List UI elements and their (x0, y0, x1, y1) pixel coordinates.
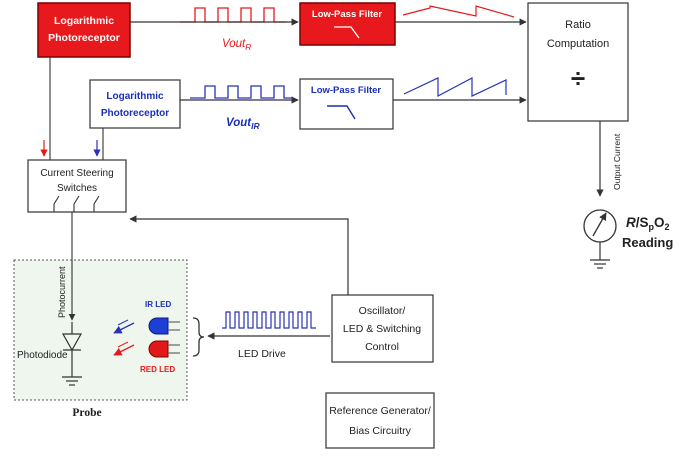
ratio-line2: Computation (547, 38, 609, 50)
ir-photoreceptor-line2: Photoreceptor (101, 108, 169, 119)
ir-photoreceptor-block: Logarithmic Photoreceptor (89, 79, 181, 129)
photodiode-icon (61, 322, 83, 377)
ir-low-pass-filter: Low-Pass Filter (299, 78, 394, 130)
ir-led-icon (148, 317, 180, 335)
red-light-arrows-icon (113, 341, 135, 356)
ratio-computation-block: Ratio Computation ÷ (527, 2, 629, 122)
brace-icon (192, 317, 205, 357)
reading-label: Reading (622, 235, 673, 250)
reference-generator-block: Reference Generator/ Bias Circuitry (325, 392, 435, 449)
red-photoreceptor-line1: Logarithmic (54, 15, 114, 27)
red-led-label: RED LED (140, 365, 175, 374)
red-lpf-label: Low-Pass Filter (312, 9, 383, 20)
reading-formula: R/SpO2 (626, 215, 670, 232)
switches-line1: Current Steering (40, 168, 113, 179)
probe-title: Probe (72, 407, 101, 419)
oscillator-block: Oscillator/ LED & Switching Control (331, 294, 434, 363)
led-drive-label: LED Drive (238, 348, 286, 360)
ir-sawtooth-wave (403, 77, 507, 97)
oscillator-line1: Oscillator/ (359, 305, 406, 317)
current-steering-switches-block: Current Steering Switches (27, 159, 127, 213)
photocurrent-label: Photocurrent (57, 266, 67, 318)
ir-lpf-label: Low-Pass Filter (311, 85, 382, 96)
vout-red-label: VoutR (222, 38, 251, 52)
reference-line2: Bias Circuitry (349, 425, 412, 437)
led-drive-wave (222, 311, 316, 329)
ir-led-label: IR LED (145, 300, 171, 309)
output-current-label: Output Current (612, 133, 622, 190)
vout-ir-label: VoutIR (226, 117, 260, 131)
switch-control-arrow (129, 215, 349, 295)
ratio-line1: Ratio (565, 19, 591, 31)
ir-photoreceptor-line1: Logarithmic (106, 91, 164, 102)
red-lpf-response-icon (334, 26, 360, 39)
red-low-pass-filter: Low-Pass Filter (299, 2, 396, 46)
photodiode-label: Photodiode (17, 350, 68, 361)
switches-line2: Switches (57, 183, 97, 194)
probe-ground-icon (62, 376, 82, 386)
meter-ground-icon (590, 259, 610, 269)
ir-lpf-response-icon (327, 105, 356, 120)
oscillator-line3: Control (365, 341, 399, 353)
red-led-icon (148, 340, 180, 358)
red-sawtooth-wave (402, 5, 515, 18)
meter-icon (583, 209, 617, 243)
divide-icon: ÷ (571, 63, 585, 93)
red-photoreceptor-line2: Photoreceptor (48, 32, 120, 44)
ir-light-arrows-icon (113, 319, 135, 334)
red-photoreceptor-block: Logarithmic Photoreceptor (37, 2, 131, 58)
switch-icon (53, 195, 100, 212)
red-square-wave (180, 7, 286, 23)
ir-square-wave (190, 85, 292, 99)
oscillator-line2: LED & Switching (343, 323, 421, 335)
reference-line1: Reference Generator/ (329, 405, 431, 417)
